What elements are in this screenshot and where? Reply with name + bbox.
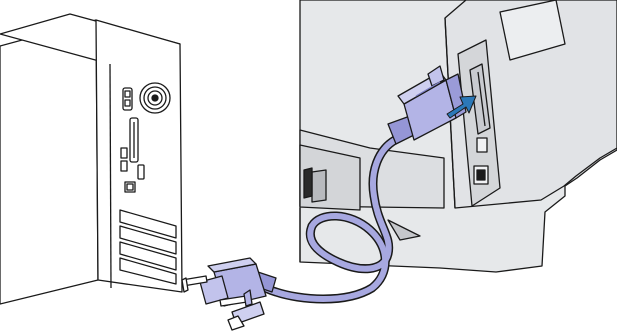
usb-ports xyxy=(121,148,127,158)
usb-port-printer xyxy=(477,138,487,152)
tower-side-panel xyxy=(0,20,98,304)
printer xyxy=(300,0,617,272)
computer-tower xyxy=(0,14,182,304)
fan-vent xyxy=(140,83,170,113)
computer-cable-connector xyxy=(182,258,276,330)
audio-jacks xyxy=(138,165,144,179)
